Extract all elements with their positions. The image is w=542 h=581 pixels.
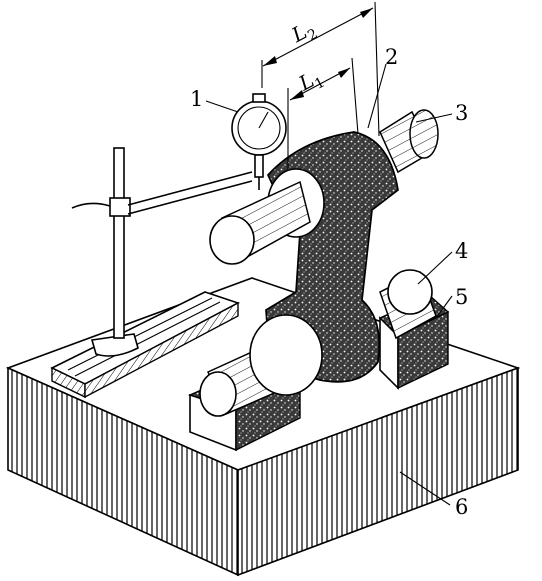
label-surface-plate: 6: [455, 495, 468, 519]
label-v-block: 5: [455, 285, 468, 309]
label-bracket-part: 2: [385, 45, 398, 69]
indicator-stand: [71, 147, 253, 357]
label-upper-mandrel: 3: [455, 101, 468, 125]
label-lower-mandrel: 4: [455, 239, 468, 263]
dimension-lines: [261, 1, 380, 170]
label-dial-indicator: 1: [190, 87, 203, 111]
bracket-part: [249, 131, 399, 396]
leader-lines: [205, 63, 453, 506]
dial-indicator: [231, 93, 287, 190]
label-l2: L2: [287, 15, 321, 51]
guide-rail: [50, 291, 241, 399]
